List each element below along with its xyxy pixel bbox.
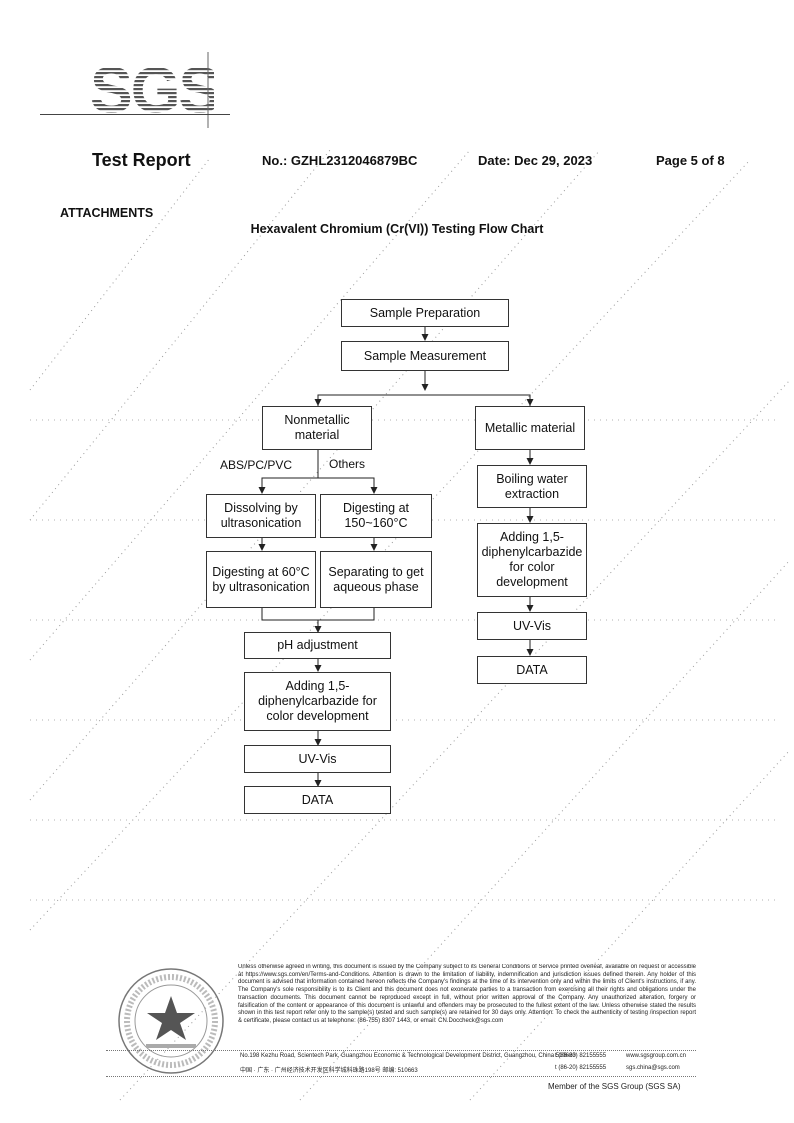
email-link[interactable]: sgs.china@sgs.com [626,1065,680,1071]
section-heading: ATTACHMENTS [60,206,154,220]
page-number: Page 5 of 8 [656,153,725,168]
box-metallic-material: Metallic material [475,406,585,450]
phone-1: t (86-20) 82155555 [555,1053,607,1059]
branch-label-others: Others [329,457,366,471]
logo-rule [40,114,230,115]
branch-label-abs: ABS/PC/PVC [220,458,293,472]
box-separating: Separating to get aqueous phase [320,551,432,608]
box-dissolving: Dissolving by ultrasonication [206,494,316,538]
address-en: No.198 Kezhu Road, Scientech Park, Guang… [240,1053,576,1059]
box-sample-preparation: Sample Preparation [341,299,509,327]
box-uvvis-right: UV-Vis [477,612,587,640]
address-cn: 中国 · 广东 · 广州经济技术开发区科学城科珠路198号 邮编: 510663 [240,1068,418,1074]
box-boiling-water: Boiling water extraction [477,465,587,508]
seal-star-icon [118,968,224,1074]
box-ph-adjustment: pH adjustment [244,632,391,659]
document-title: Test Report [92,150,191,170]
box-adding-left: Adding 1,5-diphenylcarbazide for color d… [244,672,391,731]
box-adding-right: Adding 1,5-diphenylcarbazide for color d… [477,523,587,597]
chart-title: Hexavalent Chromium (Cr(VI)) Testing Flo… [250,222,544,236]
member-statement: Member of the SGS Group (SGS SA) [548,1082,681,1091]
phone-2: t (86-20) 82155555 [555,1065,607,1071]
legal-disclaimer: Unless otherwise agreed in writing, this… [238,964,696,1024]
company-seal [116,966,226,1076]
box-uvvis-left: UV-Vis [244,745,391,773]
box-data-left: DATA [244,786,391,814]
footer-rule-2 [106,1076,696,1077]
box-data-right: DATA [477,656,587,684]
website-link[interactable]: www.sgsgroup.com.cn [626,1053,687,1059]
box-nonmetallic-material: Nonmetallic material [262,406,372,450]
box-sample-measurement: Sample Measurement [341,341,509,371]
footer-rule [106,1050,696,1051]
box-digesting-150: Digesting at 150~160°C [320,494,432,538]
report-number: No.: GZHL2312046879BC [262,153,418,168]
box-digesting-60: Digesting at 60°C by ultrasonication [206,551,316,608]
report-date: Date: Dec 29, 2023 [478,153,593,168]
